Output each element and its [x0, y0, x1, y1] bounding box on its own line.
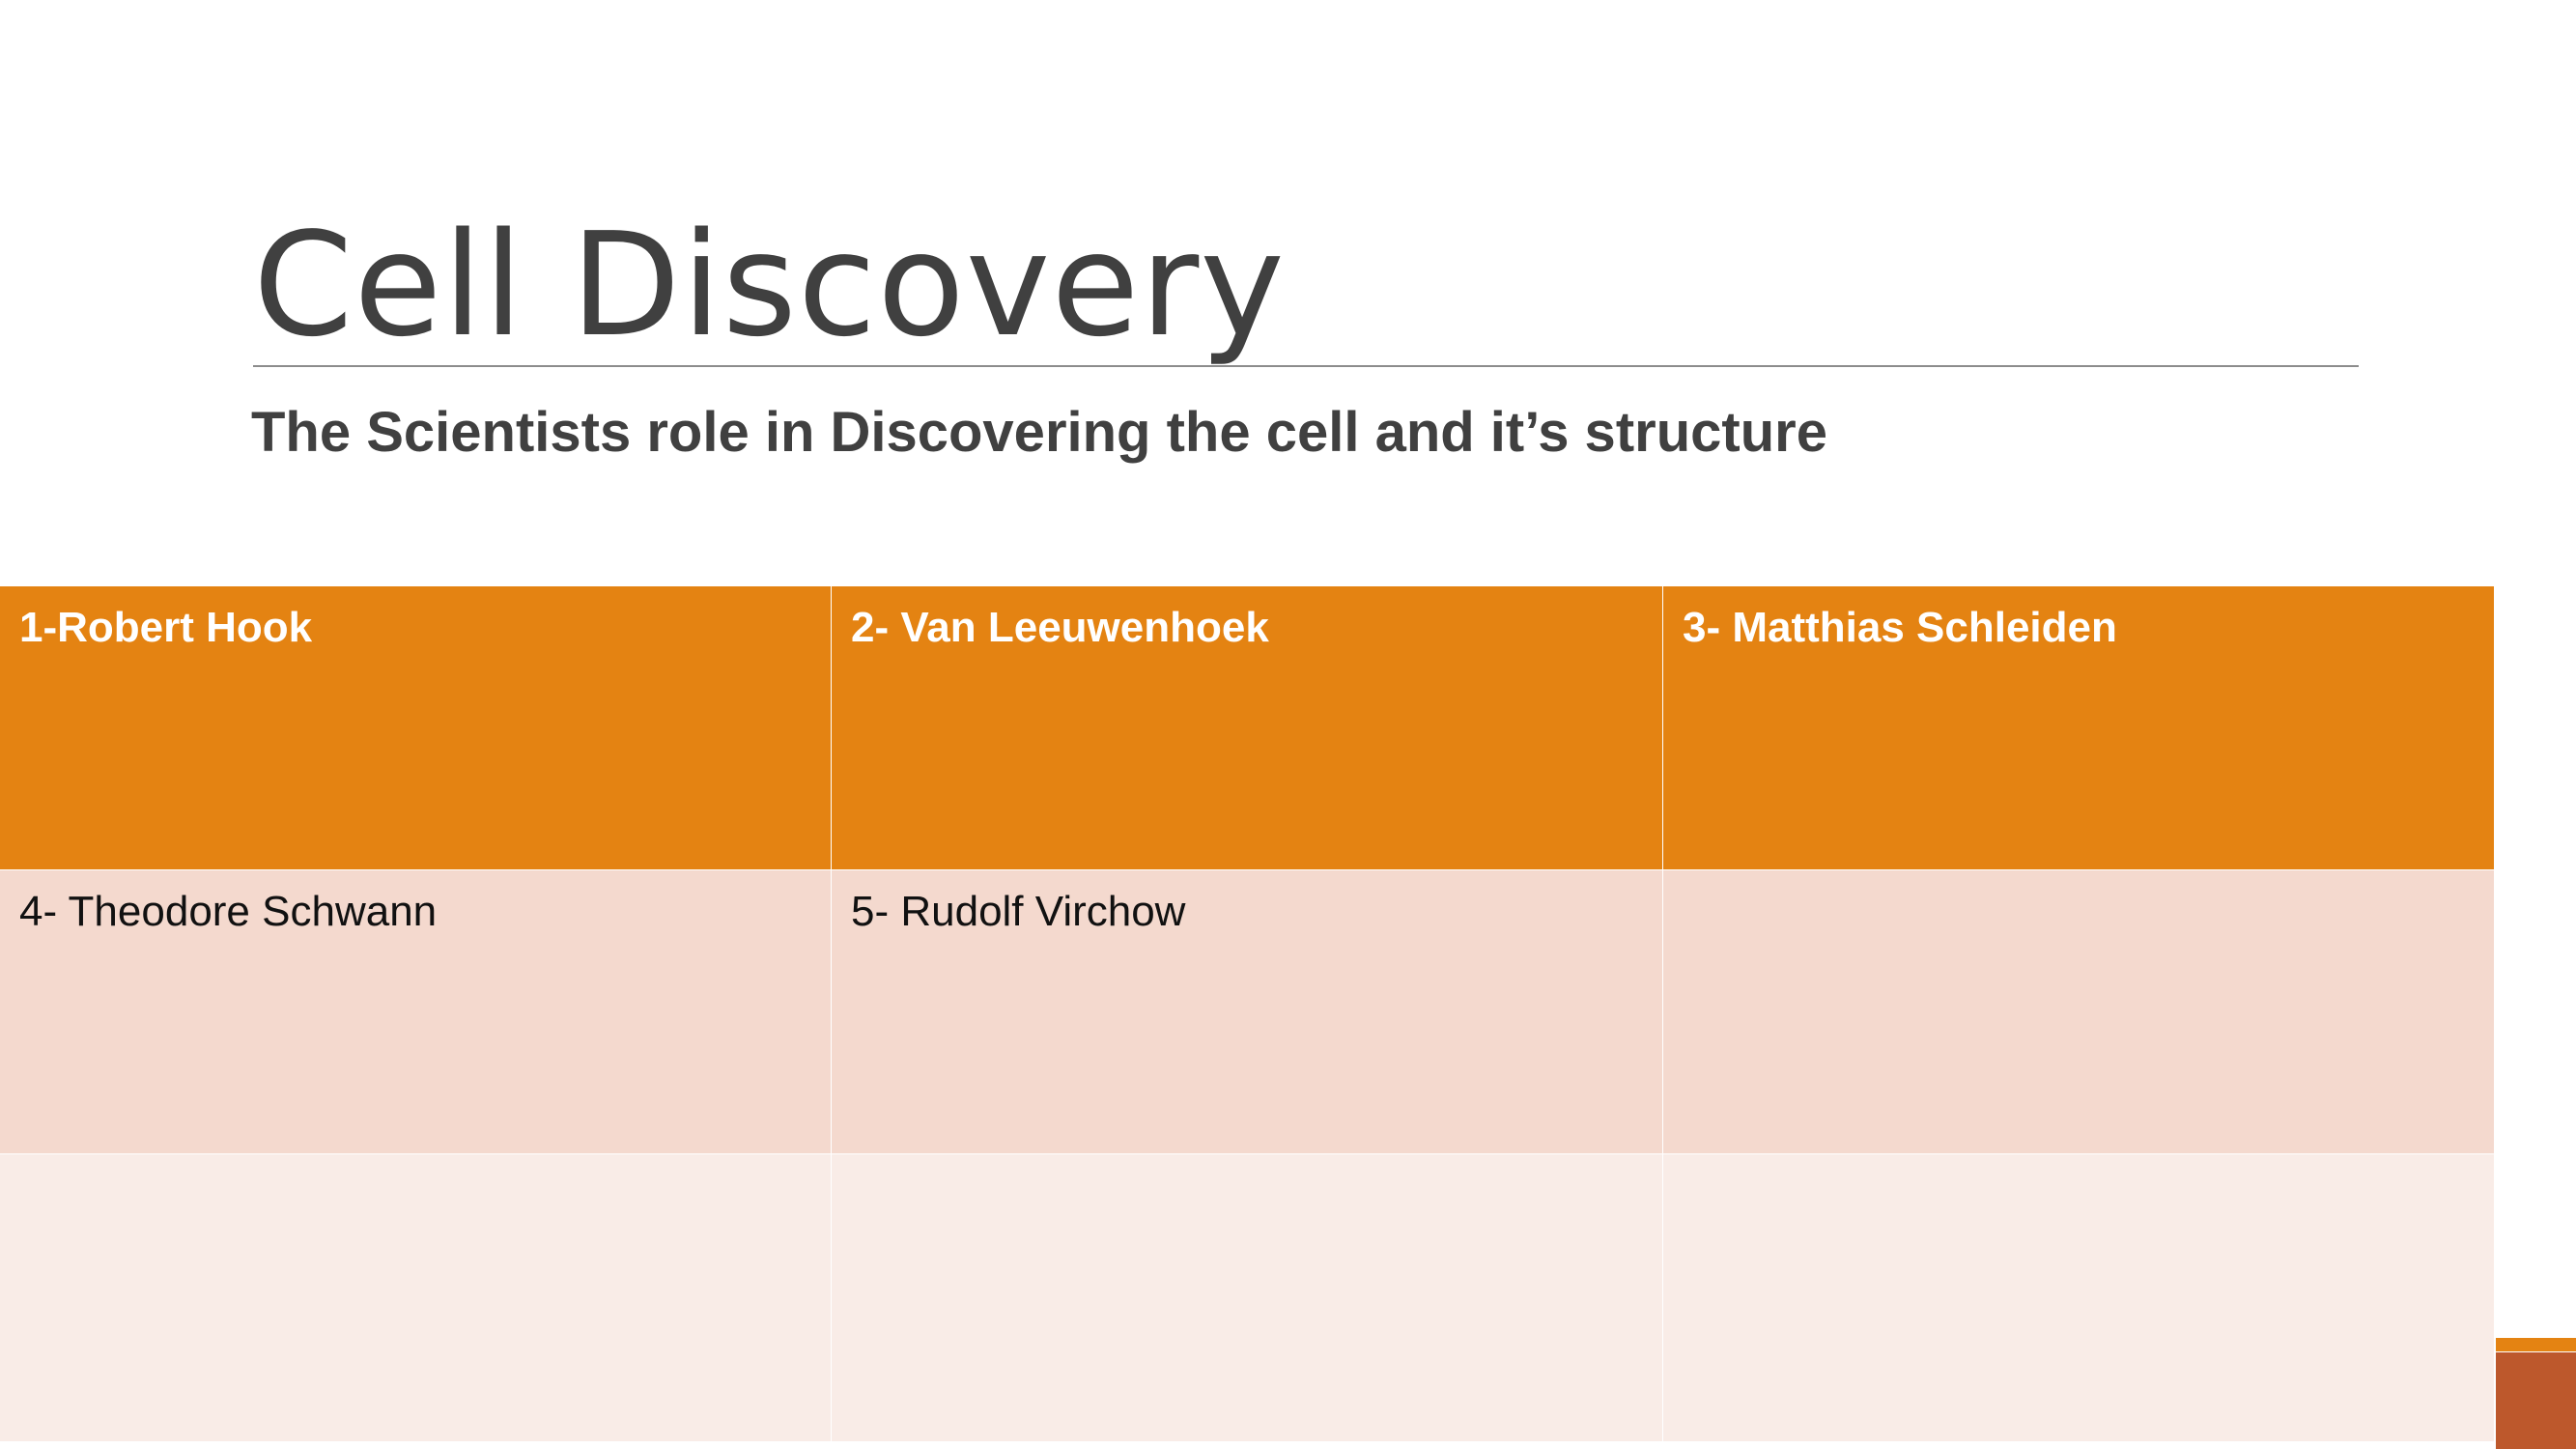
- table-cell-r1c2: 2- Van Leeuwenhoek: [832, 586, 1662, 869]
- slide-subtitle: The Scientists role in Discovering the c…: [251, 401, 1827, 464]
- table-cell-r3c2: [832, 1154, 1662, 1441]
- table-cell-r2c3: [1663, 870, 2494, 1153]
- table-cell-r2c2: 5- Rudolf Virchow: [832, 870, 1662, 1153]
- scientists-table: 1-Robert Hook 2- Van Leeuwenhoek 3- Matt…: [0, 586, 2494, 1441]
- table-cell-r2c1: 4- Theodore Schwann: [0, 870, 831, 1153]
- table-cell-r1c3: 3- Matthias Schleiden: [1663, 586, 2494, 869]
- title-divider: [253, 365, 2359, 367]
- table-cell-r1c1: 1-Robert Hook: [0, 586, 831, 869]
- slide-title: Cell Discovery: [253, 202, 1286, 368]
- corner-accent-block: [2496, 1352, 2576, 1449]
- table-cell-r3c3: [1663, 1154, 2494, 1441]
- table-cell-r3c1: [0, 1154, 831, 1441]
- corner-accent-stripe: [2496, 1338, 2576, 1351]
